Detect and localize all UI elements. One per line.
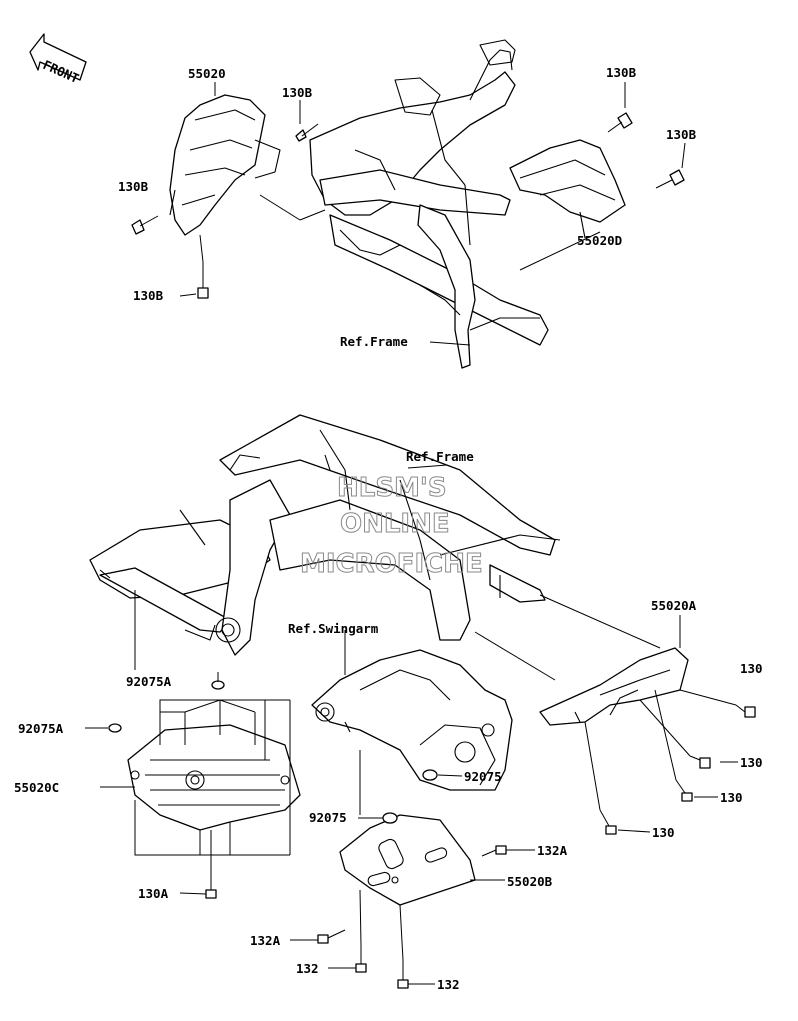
skid-plate-55020c-drawing bbox=[127, 724, 301, 831]
label-55020d: 55020D bbox=[577, 233, 622, 248]
watermark-line-1: HLSM'S bbox=[337, 473, 447, 503]
label-92075: 92075 bbox=[464, 769, 502, 784]
callout-bracket-55020c bbox=[134, 699, 291, 878]
upper-frame-drawing bbox=[309, 39, 549, 369]
label-132: 132 bbox=[437, 977, 460, 992]
label-130: 130 bbox=[740, 661, 763, 676]
label-92075a: 92075A bbox=[126, 674, 172, 689]
lower-frame-drawing bbox=[89, 414, 561, 656]
swingarm-drawing bbox=[311, 649, 513, 791]
bolt-130b-icon bbox=[131, 215, 159, 235]
bolt-130a-icon bbox=[205, 878, 217, 899]
watermark-line-2: ONLINE bbox=[340, 509, 450, 539]
guard-55020d-drawing bbox=[509, 139, 626, 239]
label-132a: 132A bbox=[537, 843, 568, 858]
label-ref-frame-lower: Ref.Frame bbox=[406, 449, 474, 464]
bolt-132-icon bbox=[355, 945, 367, 973]
label-130: 130 bbox=[652, 825, 675, 840]
label-130b: 130B bbox=[282, 85, 313, 100]
guard-55020-drawing bbox=[169, 94, 281, 236]
label-130b: 130B bbox=[133, 288, 164, 303]
bolt-130b-icon bbox=[295, 123, 319, 142]
watermark: HLSM'S ONLINE MICROFICHE bbox=[300, 473, 484, 580]
grommet-92075a-icon bbox=[108, 723, 122, 733]
part-labels: 55020 130B 130B 130B 130B 130B 55020D Re… bbox=[14, 65, 763, 992]
bolt-132-icon bbox=[397, 960, 409, 989]
bolt-130-icon bbox=[675, 779, 693, 802]
label-130b: 130B bbox=[118, 179, 149, 194]
bolt-130-icon bbox=[689, 755, 711, 769]
label-130b: 130B bbox=[666, 127, 697, 142]
label-55020: 55020 bbox=[188, 66, 226, 81]
bolt-130b-icon bbox=[655, 169, 685, 189]
label-130b: 130B bbox=[606, 65, 637, 80]
label-92075a: 92075A bbox=[18, 721, 64, 736]
label-55020a: 55020A bbox=[651, 598, 697, 613]
guard-55020a-drawing bbox=[539, 647, 689, 726]
bolt-132a-icon bbox=[481, 845, 507, 857]
front-arrow-icon: FRONT bbox=[29, 33, 87, 86]
label-55020c: 55020C bbox=[14, 780, 59, 795]
label-ref-swingarm: Ref.Swingarm bbox=[288, 621, 379, 636]
bolt-130b-icon bbox=[197, 262, 209, 299]
label-130: 130 bbox=[740, 755, 763, 770]
label-ref-frame-upper: Ref.Frame bbox=[340, 334, 408, 349]
grommet-92075a-icon bbox=[211, 680, 225, 690]
label-130a: 130A bbox=[138, 886, 169, 901]
bolt-130b-icon bbox=[607, 112, 633, 133]
label-92075: 92075 bbox=[309, 810, 347, 825]
grommet-92075-icon bbox=[382, 812, 398, 824]
label-132a: 132A bbox=[250, 933, 281, 948]
grommet-92075-icon bbox=[422, 769, 438, 781]
label-130: 130 bbox=[720, 790, 743, 805]
watermark-line-3: MICROFICHE bbox=[300, 549, 483, 579]
bolt-130-icon bbox=[735, 704, 756, 718]
label-132: 132 bbox=[296, 961, 319, 976]
bolt-132a-icon bbox=[317, 929, 346, 944]
bolt-130-icon bbox=[599, 809, 617, 835]
label-55020b: 55020B bbox=[507, 874, 553, 889]
